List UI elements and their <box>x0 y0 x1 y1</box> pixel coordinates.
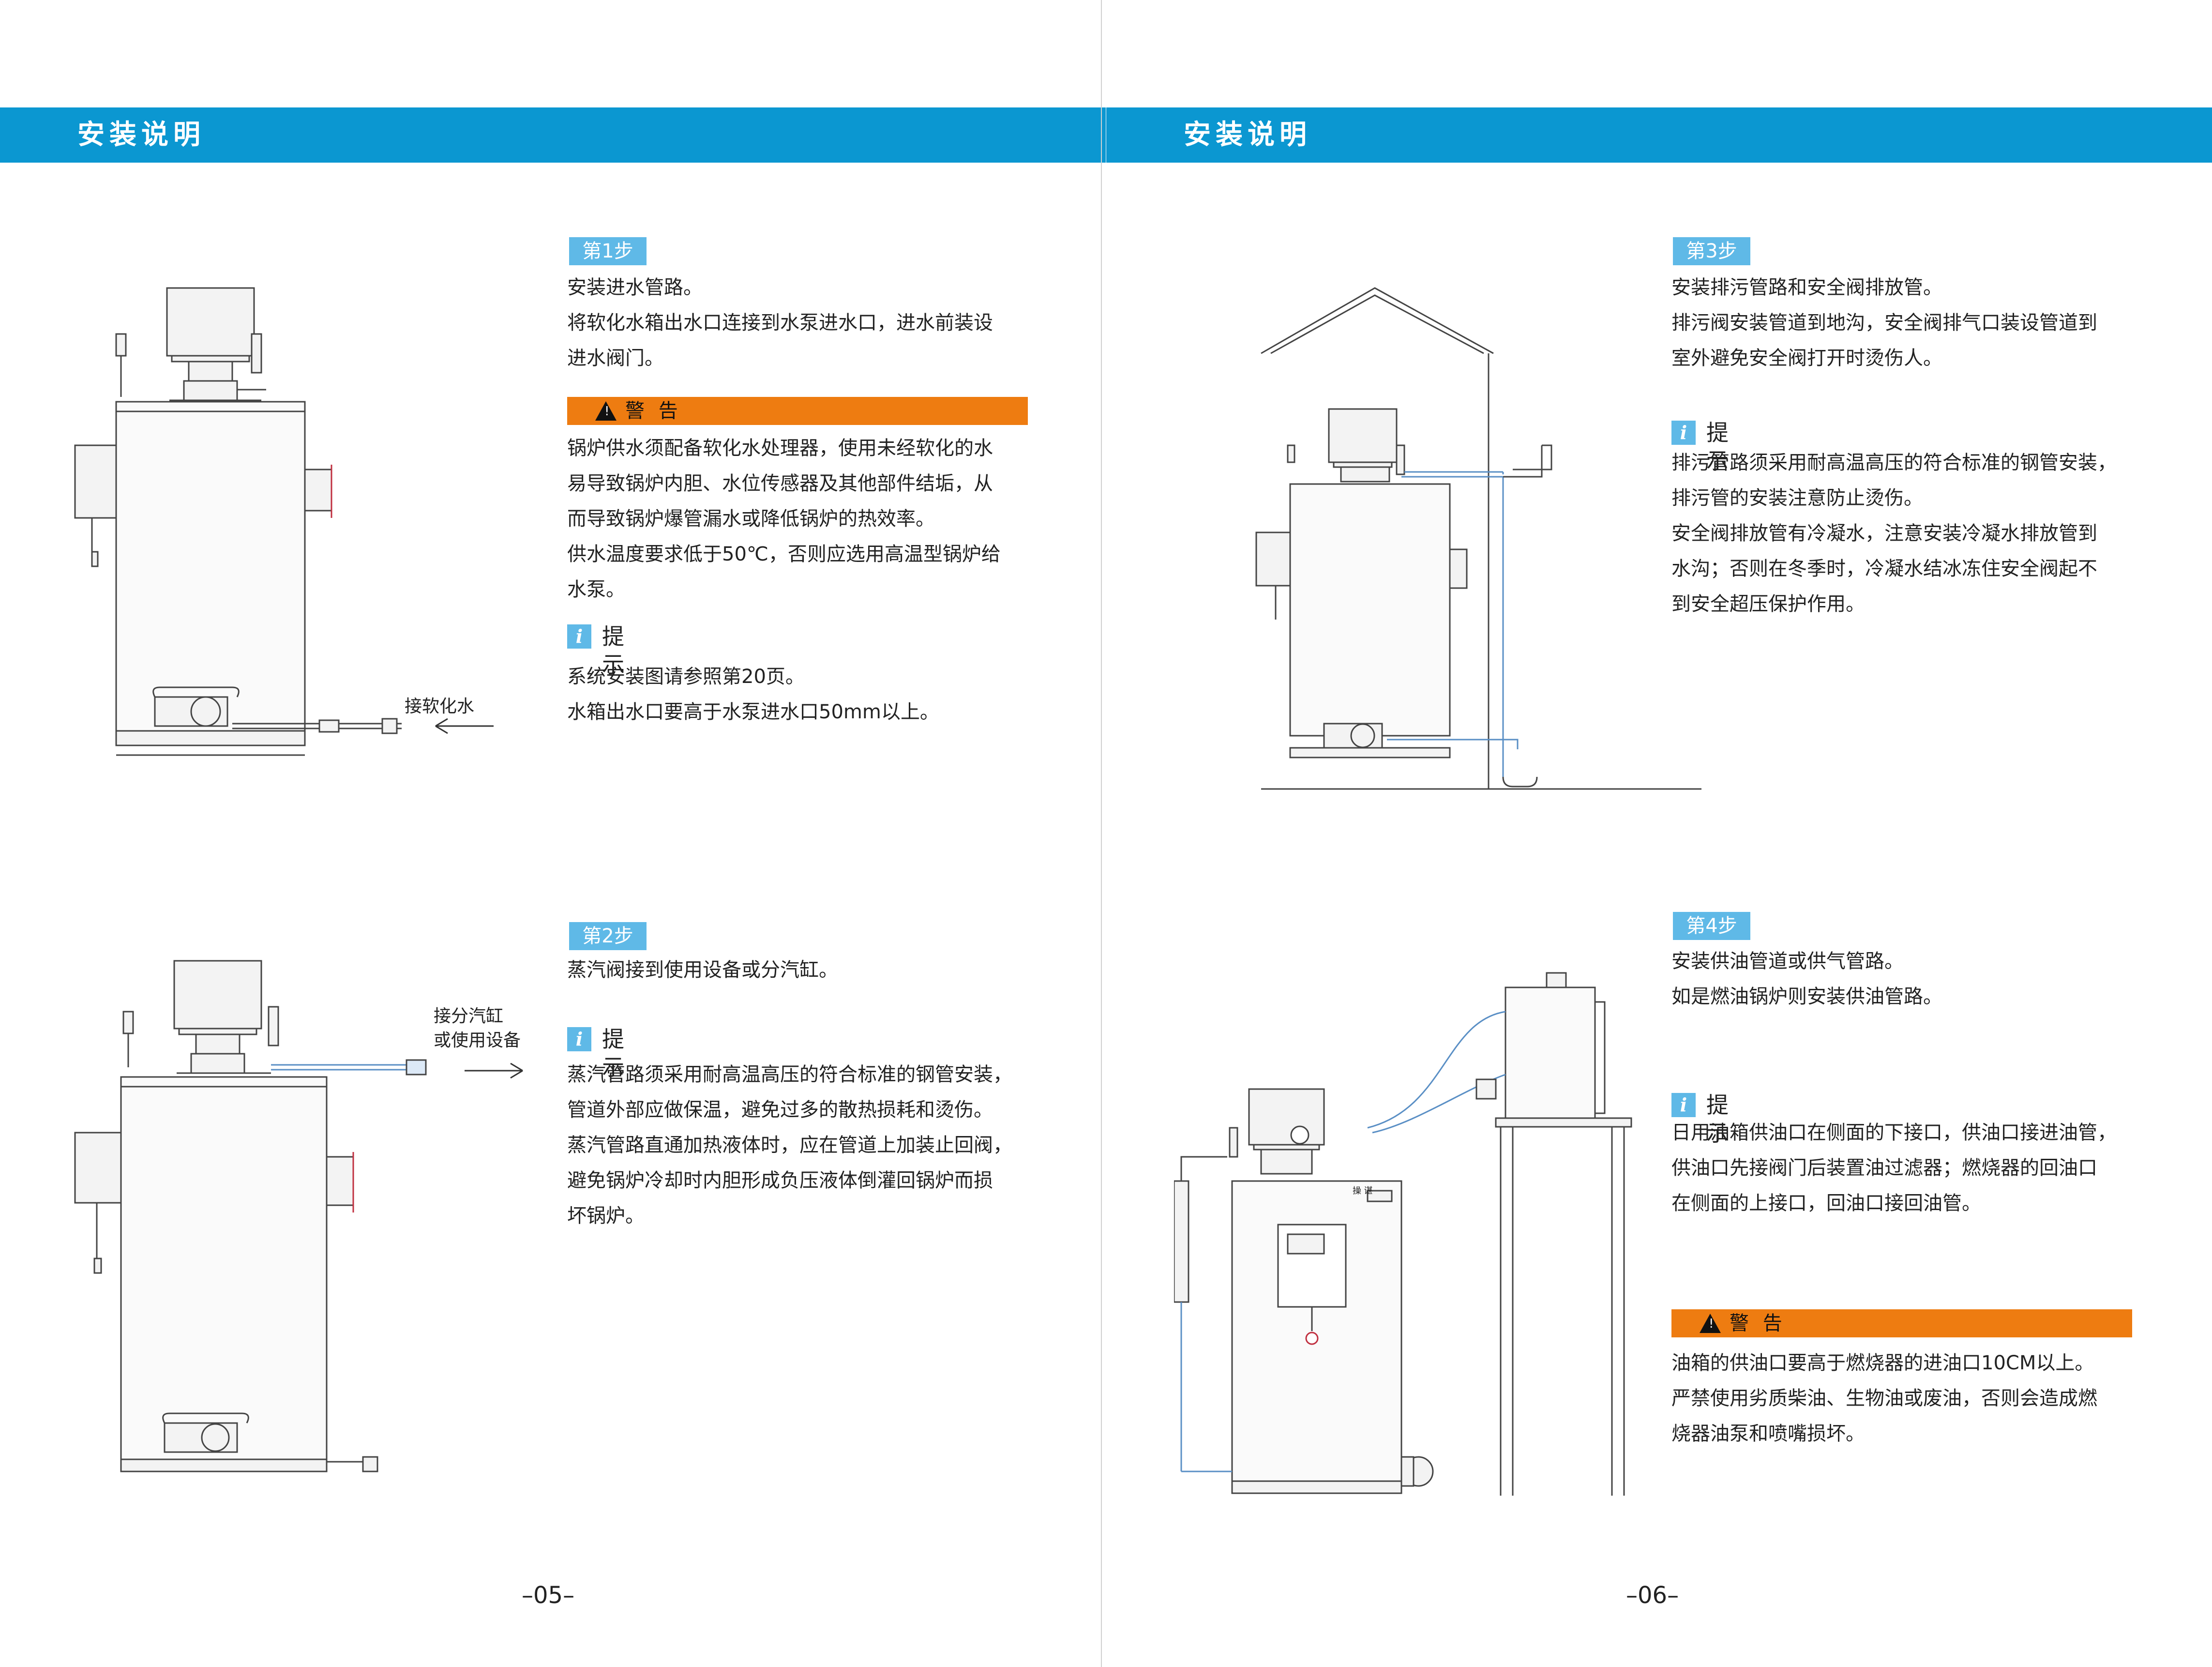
control-panel-label: 操 谌 <box>1353 1186 1373 1196</box>
step1-boiler-diagram <box>74 287 494 756</box>
step1-warning-text: 锅炉供水须配备软化水处理器，使用未经软化的水 易导致锅炉内胆、水位传感器及其他部… <box>567 437 1001 601</box>
book-spine <box>1101 0 1102 1667</box>
step4-text: 安装供油管道或供气管路。 如是燃油锅炉则安装供油管路。 <box>1671 950 1942 1008</box>
step3-text: 安装排污管路和安全阀排放管。 排污阀安装管道到地沟，安全阀排气口装设管道到 室外… <box>1671 276 2097 369</box>
step4-badge: 第4步 <box>1673 912 1750 940</box>
tip-label: 提示 <box>602 1026 624 1080</box>
step3-badge: 第3步 <box>1673 237 1750 265</box>
page-number: –05– <box>522 1582 575 1609</box>
right-page: 安装说明 <box>1106 0 2212 1667</box>
tip-label: 提示 <box>1706 420 1729 474</box>
step2-badge: 第2步 <box>569 922 647 950</box>
step1-callout-label: 接软化水 <box>405 697 475 716</box>
info-icon: i <box>567 624 591 649</box>
info-icon: i <box>1671 1093 1696 1117</box>
step1-tip-text: 系统安装图请参照第20页。 水箱出水口要高于水泵进水口50mm以上。 <box>567 666 939 723</box>
step3-boiler-diagram <box>1255 287 1701 790</box>
step4-boiler-oiltank-diagram <box>1174 972 1632 1496</box>
step1-warning-bar: ! 警 告 <box>567 397 1028 425</box>
page-number: –06– <box>1626 1582 1679 1609</box>
header-bar: 安装说明 <box>1106 107 2212 163</box>
warning-icon: ! <box>1700 1314 1721 1333</box>
info-icon: i <box>1671 421 1696 445</box>
step4-warning-bar: ! 警 告 <box>1671 1309 2132 1337</box>
step2-callout-label: 接分汽缸 或使用设备 <box>434 1006 521 1050</box>
step2-boiler-diagram <box>74 960 523 1472</box>
page-title: 安装说明 <box>77 119 205 151</box>
header-bar: 安装说明 <box>0 107 1106 163</box>
step3-tip-text: 排污管路须采用耐高温高压的符合标准的钢管安装， 排污管的安装注意防止烫伤。 安全… <box>1671 452 2117 615</box>
step2-tip-text: 蒸汽管路须采用耐高温高压的符合标准的钢管安装， 管道外部应做保温，避免过多的散热… <box>567 1063 1012 1227</box>
warning-icon: ! <box>595 401 617 421</box>
left-page: 安装说明 <box>0 107 1106 1609</box>
step1-badge: 第1步 <box>569 237 647 265</box>
tip-label: 提示 <box>1706 1092 1729 1146</box>
step2-text: 蒸汽阀接到使用设备或分汽缸。 <box>567 959 838 981</box>
warning-label: 警 告 <box>1730 1312 1786 1334</box>
step4-warning-text: 油箱的供油口要高于燃烧器的进油口10CM以上。 严禁使用劣质柴油、生物油或废油，… <box>1671 1352 2097 1445</box>
tip-label: 提示 <box>602 623 624 678</box>
info-icon: i <box>567 1027 591 1051</box>
page-title: 安装说明 <box>1184 119 1311 151</box>
step4-tip-text: 日用油箱供油口在侧面的下接口，供油口接进油管， 供油口先接阀门后装置油过滤器；燃… <box>1671 1121 2117 1214</box>
warning-label: 警 告 <box>625 400 682 422</box>
step1-text: 安装进水管路。 将软化水箱出水口连接到水泵进水口，进水前装设 进水阀门。 <box>567 276 993 369</box>
